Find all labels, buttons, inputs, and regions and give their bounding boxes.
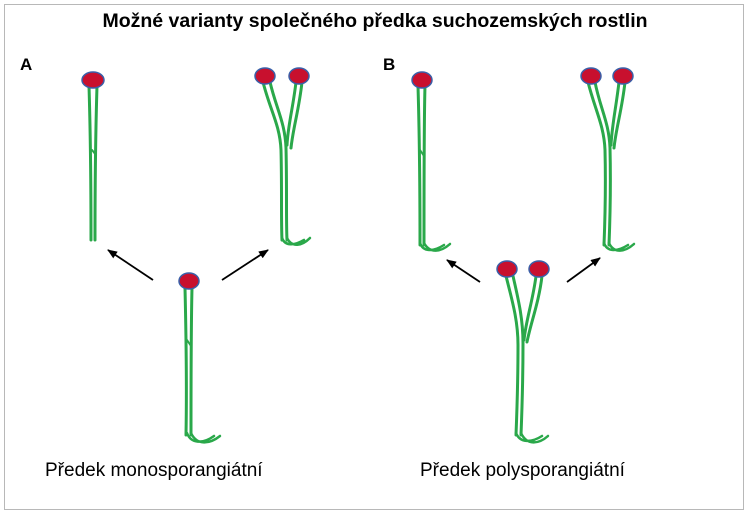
sporangium <box>288 67 310 85</box>
plant-a-right-branched <box>254 67 312 246</box>
sporangium <box>178 272 200 290</box>
plant-b-right-branched <box>580 67 636 252</box>
sporangium <box>612 67 634 85</box>
arrow-a-right <box>221 249 269 281</box>
figure-title: Možné varianty společného předka suchoze… <box>102 10 648 32</box>
plant-a-left-unbranched <box>81 71 105 242</box>
sporangium <box>528 260 550 278</box>
caption-monosporangiate: Předek monosporangiátní <box>45 460 263 481</box>
panel-label-b: B <box>383 55 396 74</box>
sporangium <box>580 67 602 85</box>
panel-label-a: A <box>20 55 33 74</box>
sporangium <box>496 260 518 278</box>
arrow-b-right <box>566 257 601 283</box>
sporangium <box>81 71 105 89</box>
sporangium <box>411 71 433 89</box>
ancestor-b-polysporangiate <box>496 260 550 444</box>
plant-b-left-unbranched <box>411 71 452 252</box>
ancestor-a-monosporangiate <box>178 272 222 444</box>
figure-frame <box>4 4 744 510</box>
arrow-b-left <box>446 259 481 283</box>
caption-polysporangiate: Předek polysporangiátní <box>420 460 625 481</box>
sporangium <box>254 67 276 85</box>
arrow-a-left <box>107 249 154 281</box>
